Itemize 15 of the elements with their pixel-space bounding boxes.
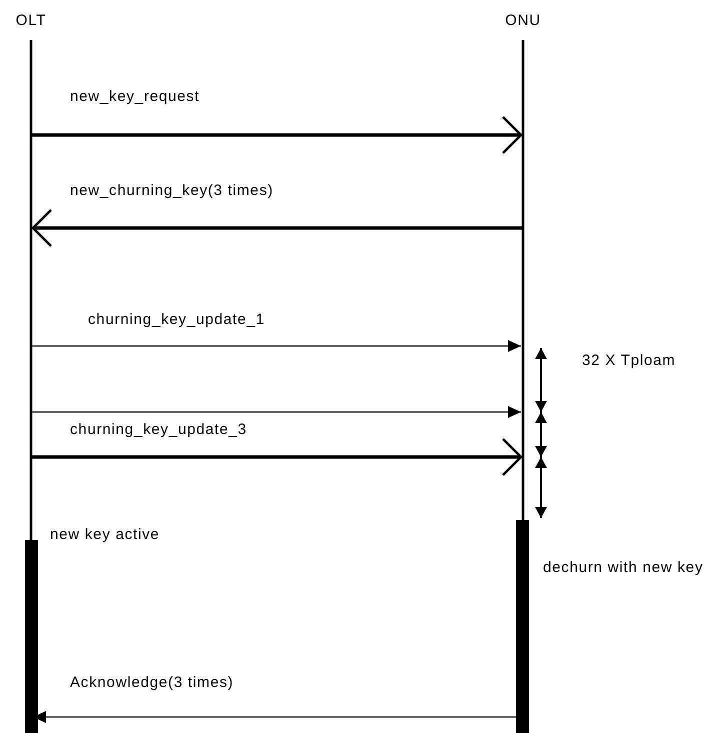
- message-arrow: [31, 406, 521, 418]
- message-label: new_key_request: [70, 88, 200, 106]
- message-label: churning_key_update_3: [70, 421, 247, 439]
- note-text: new key active: [50, 526, 160, 544]
- note-text: dechurn with new key: [543, 558, 704, 578]
- participant-label: ONU: [504, 12, 542, 30]
- participant-label: OLT: [14, 12, 48, 30]
- message-arrow: [31, 438, 522, 476]
- message-arrow: [32, 208, 523, 248]
- message-label: new_churning_key(3 times): [70, 182, 274, 200]
- message-arrow: [31, 116, 522, 154]
- dimension-label: 32 X Tploam: [582, 352, 676, 370]
- message-label: churning_key_update_1: [88, 311, 265, 329]
- message-arrow: [31, 340, 521, 352]
- message-label: Acknowledge(3 times): [70, 674, 234, 692]
